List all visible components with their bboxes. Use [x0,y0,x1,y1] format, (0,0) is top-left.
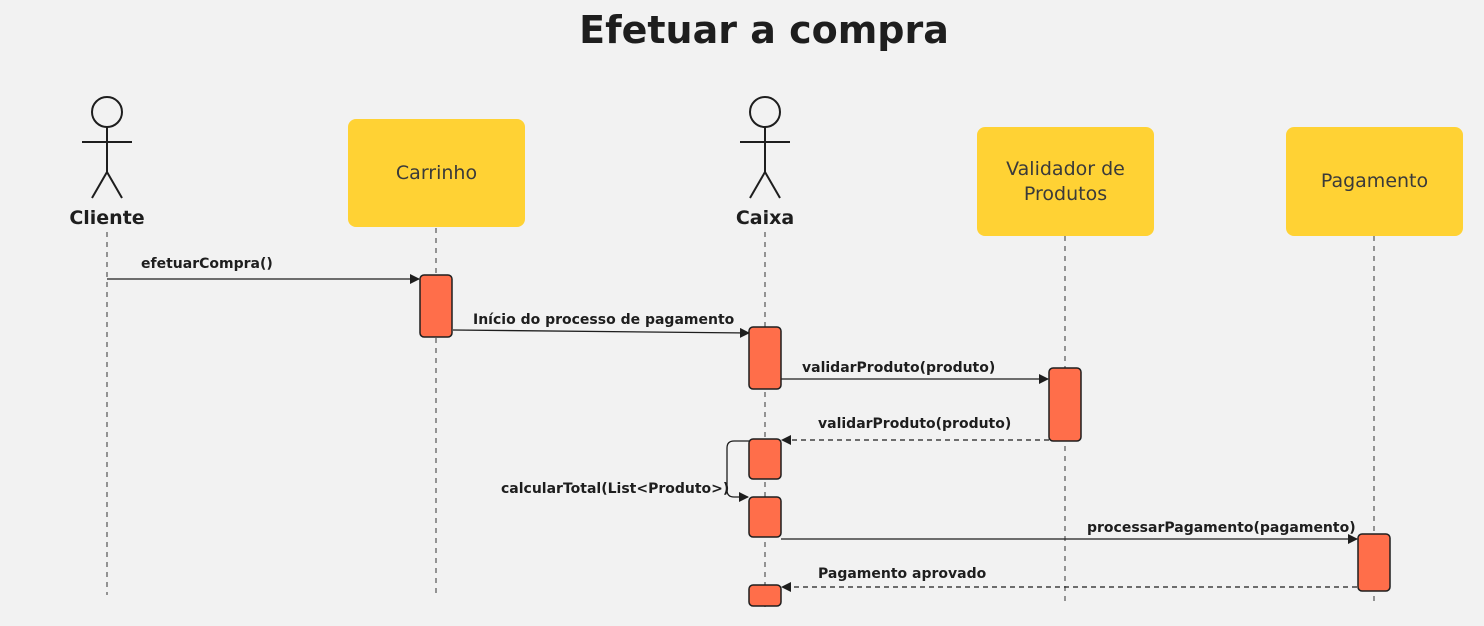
inicio-pagamento-label: Início do processo de pagamento [473,312,735,328]
cliente-label: Cliente [69,207,145,229]
pagamento-participant: Pagamento [1286,127,1463,236]
caixa-activation-2 [748,438,782,480]
validador-participant: Validador de Produtos [977,127,1154,236]
caixa-label: Caixa [735,207,795,229]
pagamento-aprovado-label: Pagamento aprovado [818,566,987,582]
calcular-total-self-arrow [726,440,749,502]
carrinho-label: Carrinho [395,161,478,184]
pagamento-label: Pagamento [1320,170,1429,193]
validador-label: Validador de Produtos [1006,157,1125,205]
carrinho-activation [419,274,453,338]
calcular-total-label: calcularTotal(List<Produto>) [501,481,730,497]
efetuar-compra-label: efetuarCompra() [141,256,273,272]
caixa-activation-1 [748,326,782,390]
caixa-activation-4 [748,584,782,607]
validar-produto-label: validarProduto(produto) [802,360,996,376]
pagamento-activation [1357,533,1391,592]
caixa-actor-icon [740,96,790,199]
diagram-title: Efetuar a compra [579,8,949,52]
processar-pagamento-label: processarPagamento(pagamento) [1087,520,1356,536]
validador-activation [1048,367,1082,442]
caixa-activation-3 [748,496,782,538]
validar-produto-return-label: validarProduto(produto) [818,416,1012,432]
inicio-pagamento-arrow [452,327,750,338]
carrinho-participant: Carrinho [348,119,525,227]
cliente-actor-icon [82,96,132,199]
